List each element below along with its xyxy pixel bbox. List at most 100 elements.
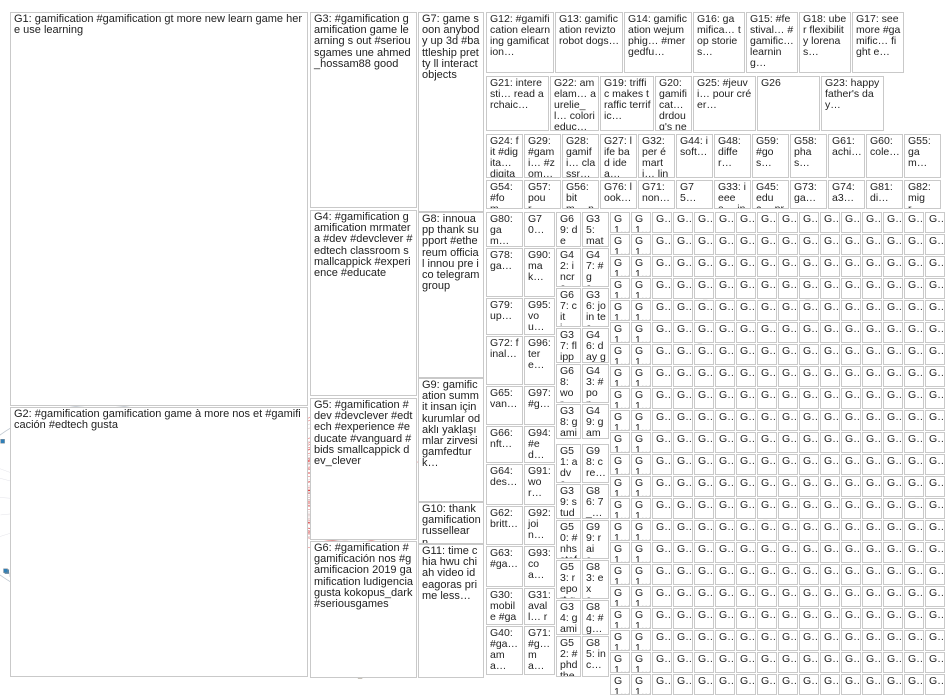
- group-label: G…: [803, 324, 816, 335]
- group-box-tail-715-520: G…: [715, 520, 735, 541]
- group-box-tail-736-454: G…: [736, 454, 756, 475]
- group-box-g3: G3: #gamification gamification game lear…: [310, 12, 417, 208]
- group-label: G…: [677, 676, 690, 687]
- group-label: G…: [782, 588, 795, 599]
- group-label: G56: bitm… nft…: [566, 182, 596, 209]
- group-box-tail-841-322: G…: [841, 322, 861, 343]
- group-label: G40: #ga… ama…: [490, 628, 520, 672]
- group-label: G…: [845, 434, 858, 445]
- group-label: G1…: [614, 346, 627, 365]
- group-box-tail-757-476: G…: [757, 476, 777, 497]
- group-box-tail-820-388: G…: [820, 388, 840, 409]
- group-box-tail-904-300: G…: [904, 300, 924, 321]
- group-label: G1…: [635, 610, 648, 629]
- group-box-tail-883-652: G…: [883, 652, 903, 673]
- group-label: G1…: [635, 214, 648, 233]
- group-box-tail-841-542: G…: [841, 542, 861, 563]
- group-box-tail-904-498: G…: [904, 498, 924, 519]
- group-label: G8: innouapp thank support #ethereum off…: [422, 214, 481, 292]
- group-label: G…: [698, 236, 711, 247]
- group-label: G36: join team…: [586, 290, 606, 327]
- group-box-tail-778-652: G…: [778, 652, 798, 673]
- group-box-tail-841-476: G…: [841, 476, 861, 497]
- group-box-tail-904-256: G…: [904, 256, 924, 277]
- group-box-tail-778-300: G…: [778, 300, 798, 321]
- group-box-g34: G34: gamif… nog…: [556, 600, 581, 635]
- group-label: G…: [698, 434, 711, 445]
- group-box-tail-904-410: G…: [904, 410, 924, 431]
- group-box-tail-715-212: G…: [715, 212, 735, 233]
- group-box-tail-799-608: G…: [799, 608, 819, 629]
- group-box-tail-736-520: G…: [736, 520, 756, 541]
- group-box-g56: G56: bitm… nft…: [562, 180, 599, 209]
- group-label: G…: [719, 632, 732, 643]
- group-label: G1…: [614, 324, 627, 343]
- group-label: G…: [740, 258, 753, 269]
- group-label: G63: #ga…: [490, 548, 520, 570]
- group-label: G…: [740, 368, 753, 379]
- group-box-tail-841-498: G…: [841, 498, 861, 519]
- group-box-tail-715-476: G…: [715, 476, 735, 497]
- group-box-tail-673-652: G…: [673, 652, 693, 673]
- group-label: G…: [761, 390, 774, 401]
- group-box-tail-757-212: G…: [757, 212, 777, 233]
- group-box-tail-610-586: G1…: [610, 586, 630, 607]
- group-box-tail-631-476: G1…: [631, 476, 651, 497]
- group-box-tail-799-564: G…: [799, 564, 819, 585]
- group-label: G…: [782, 456, 795, 467]
- group-label: G…: [845, 566, 858, 577]
- group-label: G1…: [614, 500, 627, 519]
- group-label: G…: [908, 236, 921, 247]
- group-label: G83: exc…: [586, 562, 606, 599]
- group-box-tail-862-564: G…: [862, 564, 882, 585]
- group-label: G…: [929, 456, 942, 467]
- group-box-tail-694-652: G…: [694, 652, 714, 673]
- group-label: G…: [719, 610, 732, 621]
- group-label: G…: [887, 676, 900, 687]
- group-box-tail-757-234: G…: [757, 234, 777, 255]
- group-box-tail-925-300: G…: [925, 300, 945, 321]
- group-box-tail-883-476: G…: [883, 476, 903, 497]
- group-box-tail-925-410: G…: [925, 410, 945, 431]
- group-box-tail-883-520: G…: [883, 520, 903, 541]
- group-label: G…: [866, 412, 879, 423]
- group-box-g78: G78: ga…: [486, 248, 523, 297]
- group-label: G1…: [635, 324, 648, 343]
- group-label: G95: vou…: [528, 300, 552, 333]
- group-label: G…: [698, 522, 711, 533]
- group-label: G…: [677, 236, 690, 247]
- group-label: G…: [677, 390, 690, 401]
- group-box-g25: G25: #jeuvi… pour créer…: [693, 76, 756, 131]
- group-box-tail-757-454: G…: [757, 454, 777, 475]
- group-box-tail-757-674: G…: [757, 674, 777, 695]
- group-label: G…: [824, 610, 837, 621]
- group-label: G…: [887, 478, 900, 489]
- group-box-g44: G44: isoft…: [676, 134, 713, 178]
- group-box-tail-799-344: G…: [799, 344, 819, 365]
- group-box-g49: G49: game day…: [582, 404, 609, 439]
- group-label: G…: [824, 566, 837, 577]
- group-box-g66: G66: nft…: [486, 426, 523, 463]
- group-label: G1…: [614, 588, 627, 607]
- group-label: G…: [929, 412, 942, 423]
- group-label: G…: [908, 632, 921, 643]
- group-label: G…: [887, 522, 900, 533]
- group-box-g26: G26: [757, 76, 820, 131]
- group-box-tail-757-608: G…: [757, 608, 777, 629]
- group-label: G…: [866, 236, 879, 247]
- group-box-tail-820-564: G…: [820, 564, 840, 585]
- group-box-tail-610-344: G1…: [610, 344, 630, 365]
- group-box-tail-841-410: G…: [841, 410, 861, 431]
- group-label: G16: gamifica… top stories…: [697, 14, 742, 58]
- group-box-tail-841-256: G…: [841, 256, 861, 277]
- group-box-g32: G32: per é marti… linkie…: [638, 134, 675, 178]
- group-label: G1…: [635, 522, 648, 541]
- group-box-g96: G96: tere…: [524, 336, 555, 385]
- group-label: G…: [719, 500, 732, 511]
- group-label: G…: [677, 522, 690, 533]
- group-box-g30: G30: mobile #gam… effect…: [486, 588, 523, 625]
- group-box-tail-820-476: G…: [820, 476, 840, 497]
- group-box-tail-694-542: G…: [694, 542, 714, 563]
- group-box-tail-694-234: G…: [694, 234, 714, 255]
- group-box-tail-736-432: G…: [736, 432, 756, 453]
